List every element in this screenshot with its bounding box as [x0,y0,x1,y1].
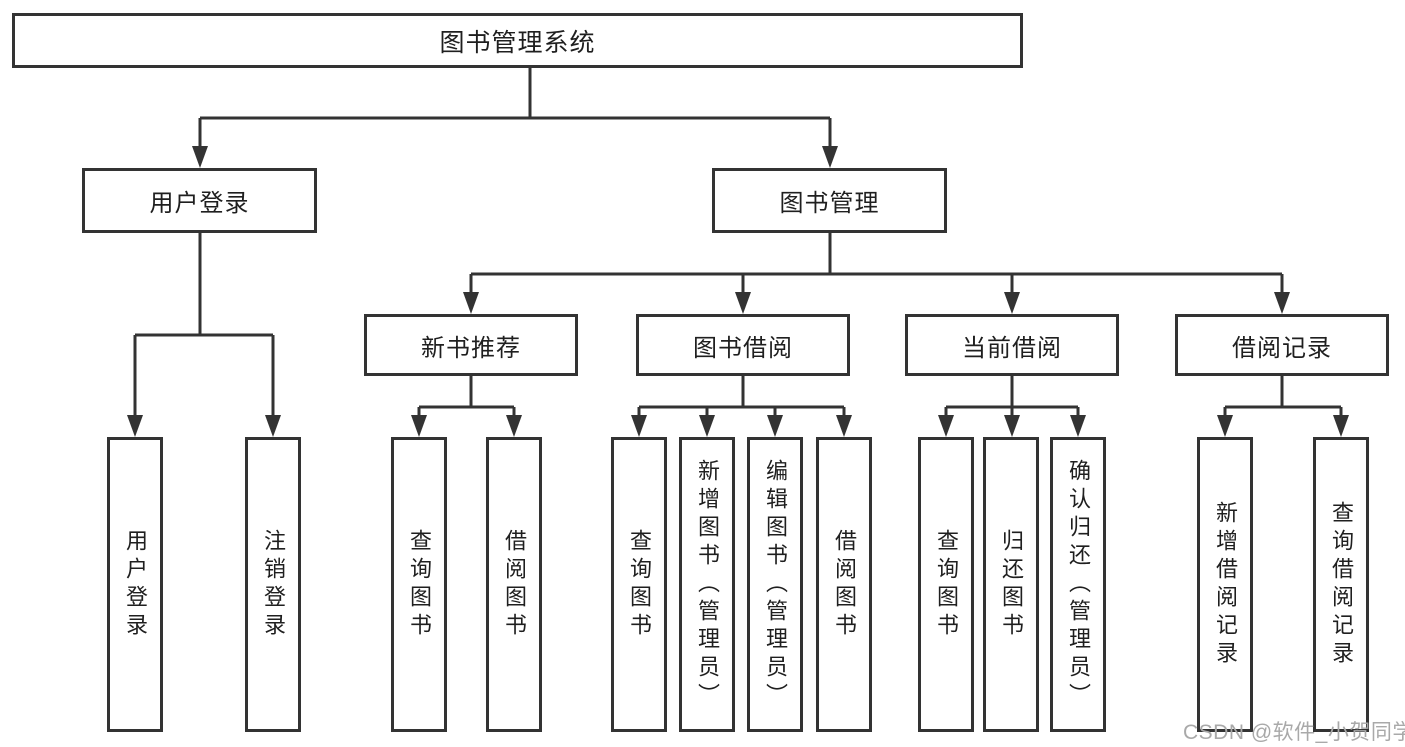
leaf-borrow-add-book: 新增图书（管理员） [679,437,735,732]
node-book-management-label: 图书管理 [779,190,880,217]
arrowhead [1217,415,1233,437]
arrowhead [836,415,852,437]
arrowhead [506,415,522,437]
arrowhead [265,415,281,437]
node-user-login: 用户登录 [82,168,317,233]
leaf-user-login: 用户登录 [107,437,163,732]
leaf-record-query-label: 查询借阅记录 [1329,500,1354,669]
leaf-recommend-borrow-book: 借阅图书 [486,437,542,732]
arrowhead [127,415,143,437]
leaf-current-query-book-label: 查询图书 [934,528,959,641]
arrowheads [127,146,1349,437]
node-borrow-record: 借阅记录 [1175,314,1389,376]
leaf-recommend-borrow-book-label: 借阅图书 [502,528,527,641]
node-book-management: 图书管理 [712,168,947,233]
node-current-borrow: 当前借阅 [905,314,1119,376]
arrowhead [767,415,783,437]
leaf-logout: 注销登录 [245,437,301,732]
arrowhead [1070,415,1086,437]
node-library-system-label: 图书管理系统 [439,28,596,57]
leaf-borrow-borrow-book-label: 借阅图书 [832,528,857,641]
leaf-current-return-book-label: 归还图书 [999,528,1024,641]
leaf-borrow-borrow-book: 借阅图书 [816,437,872,732]
arrowhead [411,415,427,437]
leaf-current-confirm-return: 确认归还（管理员） [1050,437,1106,732]
node-borrow-record-label: 借阅记录 [1232,334,1332,362]
arrowhead [938,415,954,437]
leaf-current-confirm-return-label: 确认归还（管理员） [1066,458,1091,711]
leaf-current-return-book: 归还图书 [983,437,1039,732]
arrowhead [699,415,715,437]
node-new-book-recommend: 新书推荐 [364,314,578,376]
arrowhead [631,415,647,437]
arrowhead [1004,292,1020,314]
leaf-recommend-query-book-label: 查询图书 [407,528,432,641]
node-book-borrow-label: 图书借阅 [693,334,793,362]
arrowhead [1274,292,1290,314]
arrowhead [192,146,208,168]
node-current-borrow-label: 当前借阅 [962,334,1062,362]
arrowhead [463,292,479,314]
leaf-borrow-query-book-label: 查询图书 [627,528,652,641]
watermark-csdn: CSDN @软件_小贺同学 [1183,721,1405,744]
arrowhead [1004,415,1020,437]
leaf-borrow-edit-book-label: 编辑图书（管理员） [763,458,788,711]
leaf-record-add-label: 新增借阅记录 [1213,500,1238,669]
leaf-current-query-book: 查询图书 [918,437,974,732]
leaf-recommend-query-book: 查询图书 [391,437,447,732]
node-library-system: 图书管理系统 [12,13,1023,68]
leaf-borrow-edit-book: 编辑图书（管理员） [747,437,803,732]
leaf-record-add: 新增借阅记录 [1197,437,1253,732]
edge-lines [133,68,1343,419]
arrowhead [1333,415,1349,437]
leaf-record-query: 查询借阅记录 [1313,437,1369,732]
arrowhead [735,292,751,314]
leaf-logout-label: 注销登录 [261,528,286,641]
leaf-borrow-query-book: 查询图书 [611,437,667,732]
node-new-book-recommend-label: 新书推荐 [421,334,521,362]
arrowhead [822,146,838,168]
leaf-user-login-label: 用户登录 [123,528,148,641]
node-user-login-label: 用户登录 [149,190,250,217]
leaf-borrow-add-book-label: 新增图书（管理员） [695,458,720,711]
node-book-borrow: 图书借阅 [636,314,850,376]
